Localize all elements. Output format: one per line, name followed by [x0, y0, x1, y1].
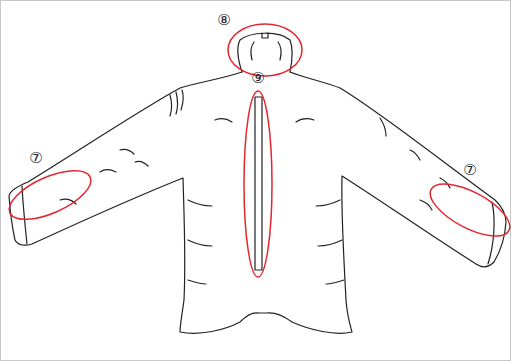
collar-fold: [251, 42, 281, 60]
callout-number: ⑦: [29, 151, 42, 166]
wrinkle: [170, 90, 183, 116]
callout-number: ⑦: [463, 163, 476, 178]
wrinkle: [215, 119, 314, 122]
highlight-ellipse: [228, 24, 302, 76]
hanger-loop: [262, 33, 268, 38]
wrinkle: [188, 200, 212, 284]
wrinkle: [380, 118, 450, 210]
callout-number: ⑧: [217, 13, 230, 28]
highlight-ellipse: [423, 173, 511, 246]
wrinkle: [60, 149, 148, 204]
wrinkle: [316, 200, 344, 284]
right-cuff: [488, 202, 494, 264]
highlight-ellipse: [2, 161, 97, 230]
highlight-ellipse: [244, 91, 272, 277]
collar: [238, 33, 292, 72]
left-cuff: [22, 186, 27, 244]
jacket-left-outline: [9, 72, 258, 333]
callout-number: ⑨: [251, 71, 264, 86]
back-zipper: [255, 97, 262, 270]
jacket-right-outline: [258, 72, 506, 333]
